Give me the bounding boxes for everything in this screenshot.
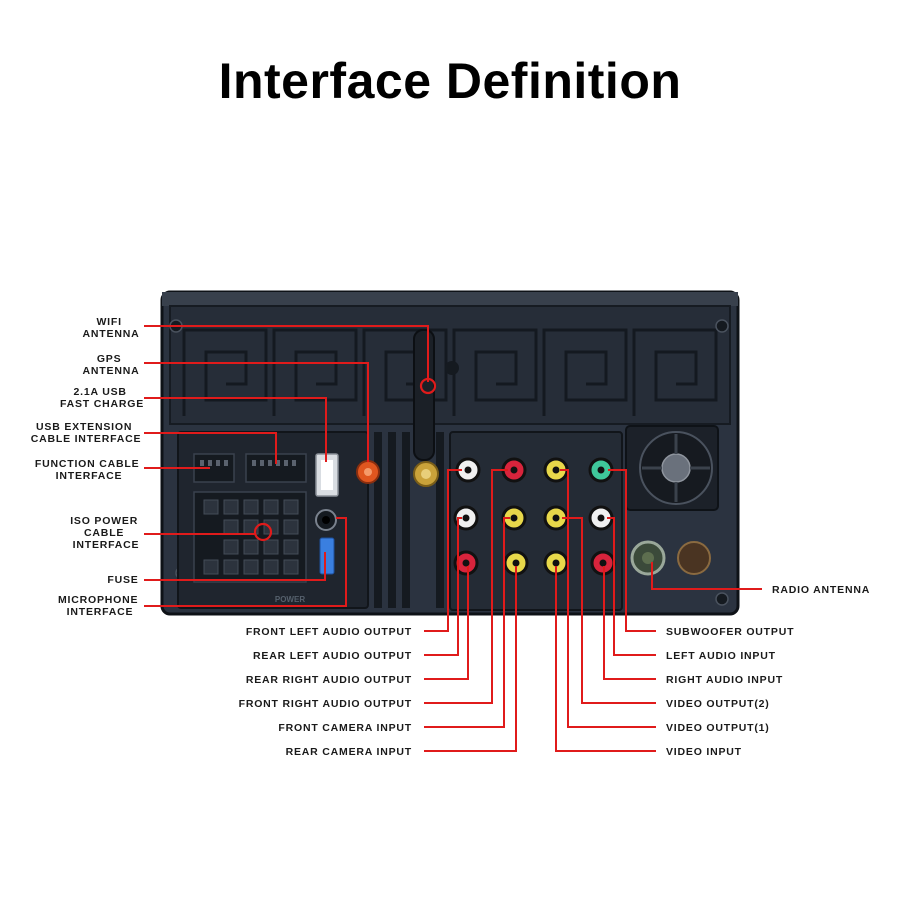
bottom-right-labels: SUBWOOFER OUTPUT LEFT AUDIO INPUT RIGHT … xyxy=(666,626,794,758)
label-usb-extension: USB EXTENSION CABLE INTERFACE xyxy=(31,421,142,445)
label-video-output-1: VIDEO OUTPUT(1) xyxy=(666,722,770,734)
label-iso-power: ISO POWER CABLE INTERFACE xyxy=(70,515,142,551)
label-video-output-2: VIDEO OUTPUT(2) xyxy=(666,698,770,710)
label-rear-left-audio-output: REAR LEFT AUDIO OUTPUT xyxy=(253,650,412,662)
bottom-leader-lines xyxy=(424,469,762,752)
page-title: Interface Definition xyxy=(218,53,682,109)
label-fuse: FUSE xyxy=(107,574,138,586)
screw xyxy=(715,592,729,606)
fuse-body xyxy=(319,537,335,575)
left-labels: WIFI ANTENNA GPS ANTENNA 2.1A USB FAST C… xyxy=(31,316,144,618)
label-microphone: MICROPHONE INTERFACE xyxy=(58,594,142,618)
auxiliary-jack xyxy=(677,541,711,575)
rca-jacks xyxy=(453,457,616,576)
bottom-left-labels: FRONT LEFT AUDIO OUTPUT REAR LEFT AUDIO … xyxy=(239,626,412,758)
label-video-input: VIDEO INPUT xyxy=(666,746,742,758)
wifi-antenna-stub xyxy=(413,329,435,461)
label-usb-fast-charge: 2.1A USB FAST CHARGE xyxy=(60,386,144,410)
label-left-audio-input: LEFT AUDIO INPUT xyxy=(666,650,776,662)
screw xyxy=(715,319,729,333)
label-wifi-antenna: WIFI ANTENNA xyxy=(83,316,140,340)
label-right-audio-input: RIGHT AUDIO INPUT xyxy=(666,674,783,686)
label-rear-right-audio-output: REAR RIGHT AUDIO OUTPUT xyxy=(246,674,412,686)
panel-marking: POWER xyxy=(275,595,305,604)
label-function-cable: FUNCTION CABLE INTERFACE xyxy=(35,458,143,482)
label-front-left-audio-output: FRONT LEFT AUDIO OUTPUT xyxy=(246,626,412,638)
label-gps-antenna: GPS ANTENNA xyxy=(83,353,140,377)
label-radio-antenna: RADIO ANTENNA xyxy=(772,584,870,596)
label-front-camera-input: FRONT CAMERA INPUT xyxy=(278,722,412,734)
left-leader-lines xyxy=(144,325,437,607)
label-front-right-audio-output: FRONT RIGHT AUDIO OUTPUT xyxy=(239,698,412,710)
label-rear-camera-input: REAR CAMERA INPUT xyxy=(286,746,412,758)
label-subwoofer-output: SUBWOOFER OUTPUT xyxy=(666,626,794,638)
